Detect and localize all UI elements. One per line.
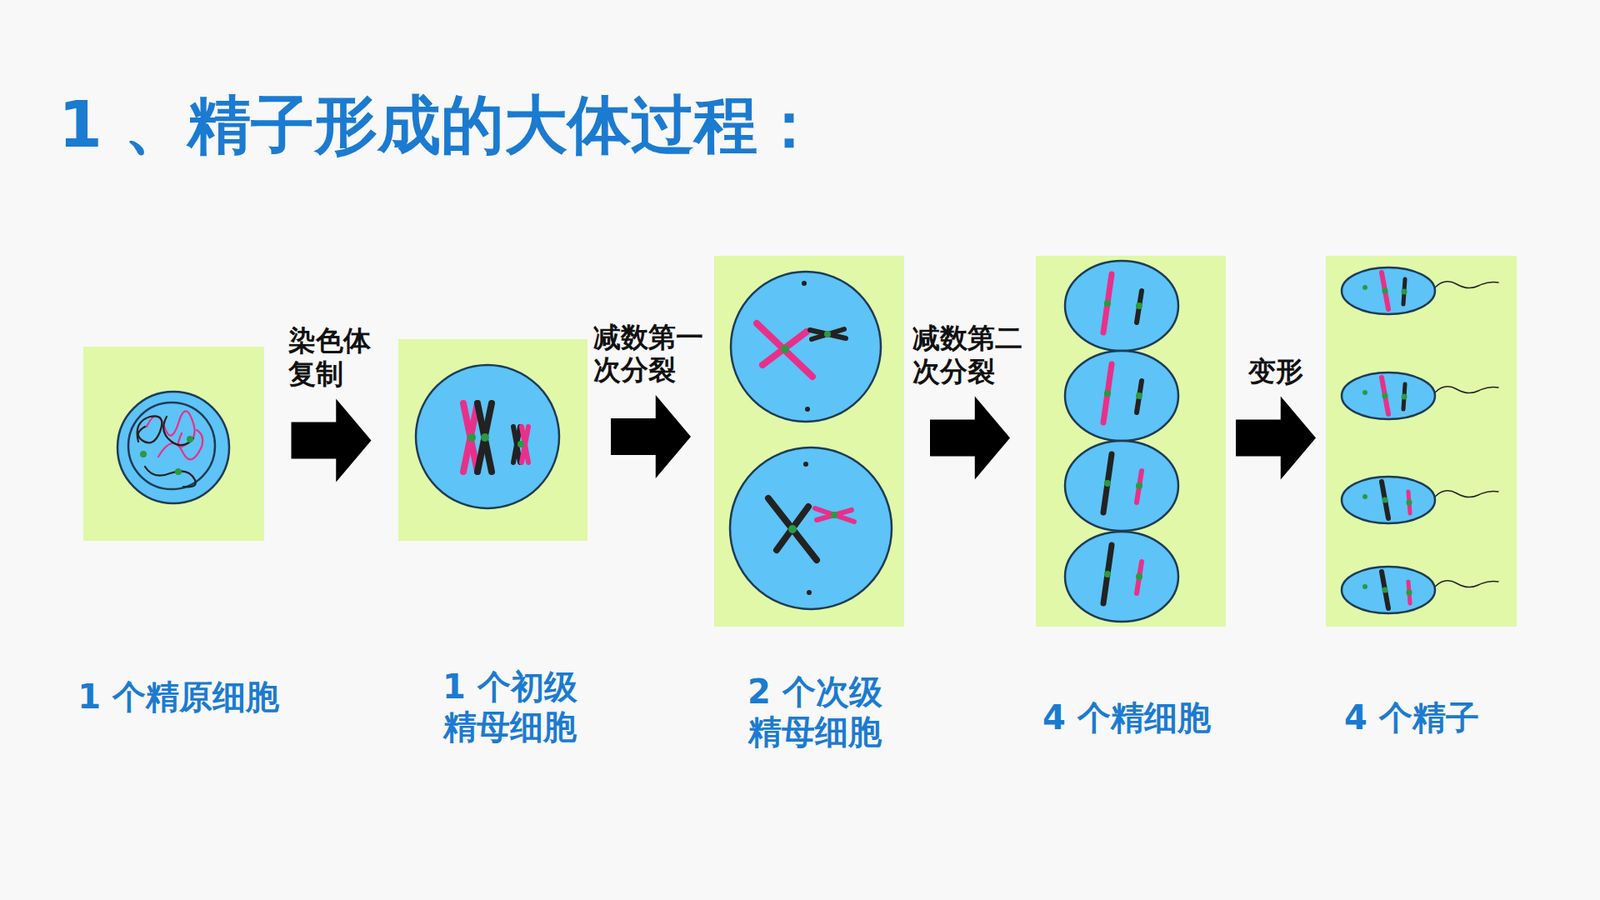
stage-panel: 1 个初级精母细胞	[398, 339, 588, 541]
stage-caption: 1 个初级精母细胞	[438, 666, 582, 747]
panel-grounds	[83, 255, 1517, 627]
block-arrow	[291, 399, 372, 483]
stage-caption: 1 个精原细胞	[77, 676, 280, 717]
arrow-label: 染色体复制	[288, 324, 374, 390]
arrow-label: 变形	[1248, 355, 1304, 389]
stage-caption: 4 个精细胞	[1042, 697, 1211, 738]
arrow-label: 减数第二次分裂	[912, 321, 1029, 388]
stage-caption: 4 个精子	[1344, 697, 1480, 738]
stage-panel: 2 个次级精母细胞	[714, 255, 905, 627]
arrow-label: 减数第一次分裂	[593, 320, 710, 387]
stage-caption: 2 个次级精母细胞	[743, 671, 887, 752]
stage-panel: 1 个精原细胞	[83, 346, 265, 541]
block-arrow	[610, 395, 691, 479]
stage-panel: 4 个精子	[1325, 255, 1517, 627]
block-arrow	[1235, 396, 1316, 480]
block-arrow	[930, 396, 1010, 480]
title: 1 、精子形成的大体过程：	[58, 86, 821, 163]
cells	[117, 260, 1179, 622]
stage-panel: 4 个精细胞	[1035, 255, 1226, 627]
